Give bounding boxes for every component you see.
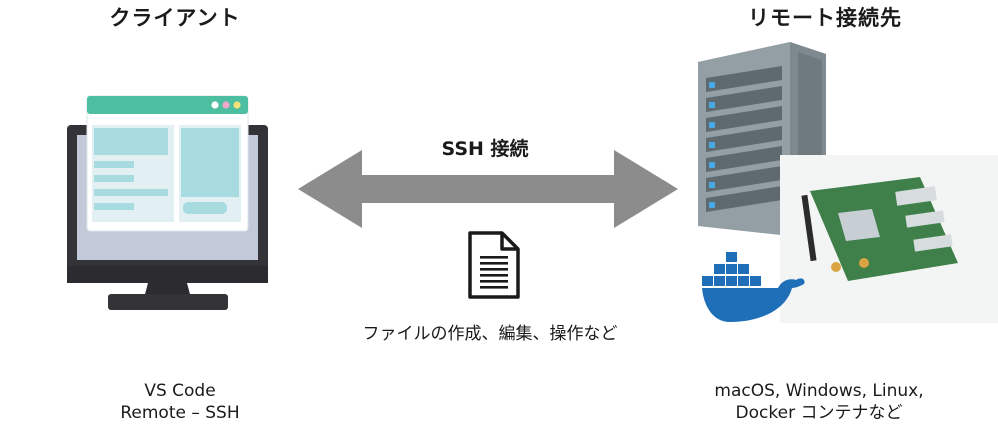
remote-caption-line1: macOS, Windows, Linux, [714, 381, 924, 401]
client-caption-line2: Remote – SSH [120, 403, 240, 423]
remote-caption-line2: Docker コンテナなど [735, 403, 903, 423]
client-caption-line1: VS Code [144, 381, 216, 401]
remote-caption: macOS, Windows, Linux, Docker コンテナなど [688, 380, 950, 424]
connection-arrow [298, 150, 678, 228]
circuit-board-icon [780, 155, 998, 323]
remote-title: リモート接続先 [748, 6, 902, 30]
document-icon [466, 231, 522, 301]
client-caption: VS Code Remote – SSH [80, 380, 280, 424]
docker-whale-icon [700, 250, 810, 325]
client-title: クライアント [109, 6, 241, 30]
monitor-icon [60, 90, 280, 320]
connection-label: SSH 接続 [441, 138, 529, 160]
document-label: ファイルの作成、編集、操作など [362, 324, 618, 344]
